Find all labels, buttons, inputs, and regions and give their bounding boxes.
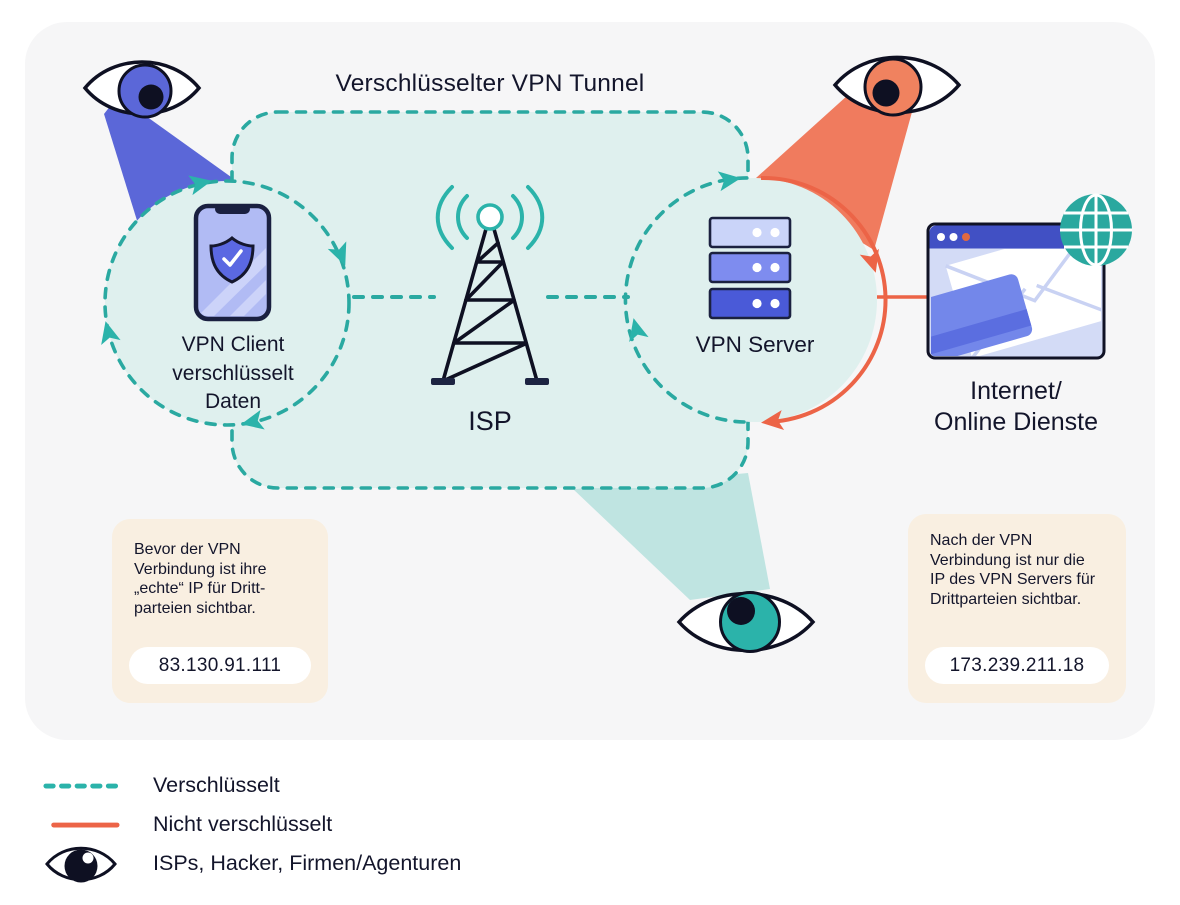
client-label: VPN Client verschlüsselt Daten <box>143 331 323 417</box>
radio-tower-icon <box>431 185 549 385</box>
callout-after-vpn: Nach der VPN Verbindung ist nur die IP d… <box>908 514 1126 703</box>
legend-label-unencrypted: Nicht verschlüsselt <box>153 812 333 836</box>
client-eye-icon <box>82 60 202 119</box>
legend: Verschlüsselt Nicht verschlüsselt ISPs, … <box>42 766 461 883</box>
shield-check-icon <box>209 236 255 284</box>
vpn-server-ip-badge: 173.239.211.18 <box>925 647 1109 684</box>
legend-eye-icon <box>42 841 120 887</box>
callout-before-text: Bevor der VPN Verbindung ist ihre „echte… <box>112 519 328 618</box>
isp-eye-beam <box>573 473 770 600</box>
internet-label: Internet/ Online Dienste <box>921 376 1111 438</box>
legend-row-unencrypted: Nicht verschlüsselt <box>42 805 461 844</box>
diagram-title: Verschlüsselter VPN Tunnel <box>335 70 645 97</box>
legend-label-watchers: ISPs, Hacker, Firmen/Agenturen <box>153 851 462 875</box>
server-label: VPN Server <box>695 332 815 357</box>
internet-label-line2: Online Dienste <box>934 408 1098 436</box>
callout-after-line4: Drittparteien sichtbar. <box>930 590 1082 608</box>
solid-orange-line-swatch <box>42 821 120 829</box>
callout-before-line4: parteien sichtbar. <box>134 599 256 617</box>
isp-label: ISP <box>468 406 512 436</box>
hacker-eye-beam <box>756 95 912 250</box>
client-label-line3: Daten <box>204 390 262 413</box>
legend-label-encrypted: Verschlüsselt <box>153 773 280 797</box>
callout-before-vpn: Bevor der VPN Verbindung ist ihre „echte… <box>112 519 328 703</box>
callout-after-line2: Verbindung ist nur die <box>930 551 1085 569</box>
internet-label-line1: Internet/ <box>970 377 1062 405</box>
callout-after-line3: IP des VPN Servers für <box>930 571 1096 588</box>
callout-before-line3: „echte“ IP für Dritt- <box>134 580 266 597</box>
globe-icon <box>1060 193 1132 267</box>
isp-eye-icon <box>676 591 816 653</box>
callout-before-line2: Verbindung ist ihre <box>134 560 267 578</box>
browser-window-icon <box>926 193 1132 360</box>
smartphone-shield-icon <box>193 203 272 322</box>
dashed-teal-line-swatch <box>42 782 120 790</box>
server-stack-icon <box>708 216 792 320</box>
legend-row-encrypted: Verschlüsselt <box>42 766 461 805</box>
real-ip-badge: 83.130.91.111 <box>129 647 311 684</box>
client-label-line2: verschlüsselt <box>172 361 294 385</box>
legend-row-watchers: ISPs, Hacker, Firmen/Agenturen <box>42 844 461 883</box>
callout-after-line1: Nach der VPN <box>930 532 1033 549</box>
unencrypted-flow-arrowheads <box>761 248 879 430</box>
callout-before-line1: Bevor der VPN <box>134 541 241 558</box>
hacker-eye-icon <box>832 55 962 117</box>
client-label-line1: VPN Client <box>181 333 285 356</box>
callout-after-text: Nach der VPN Verbindung ist nur die IP d… <box>908 514 1126 609</box>
encrypted-flow-arrowheads <box>101 171 741 430</box>
signal-waves-icon <box>435 185 545 250</box>
credit-card-icon <box>931 274 1033 356</box>
